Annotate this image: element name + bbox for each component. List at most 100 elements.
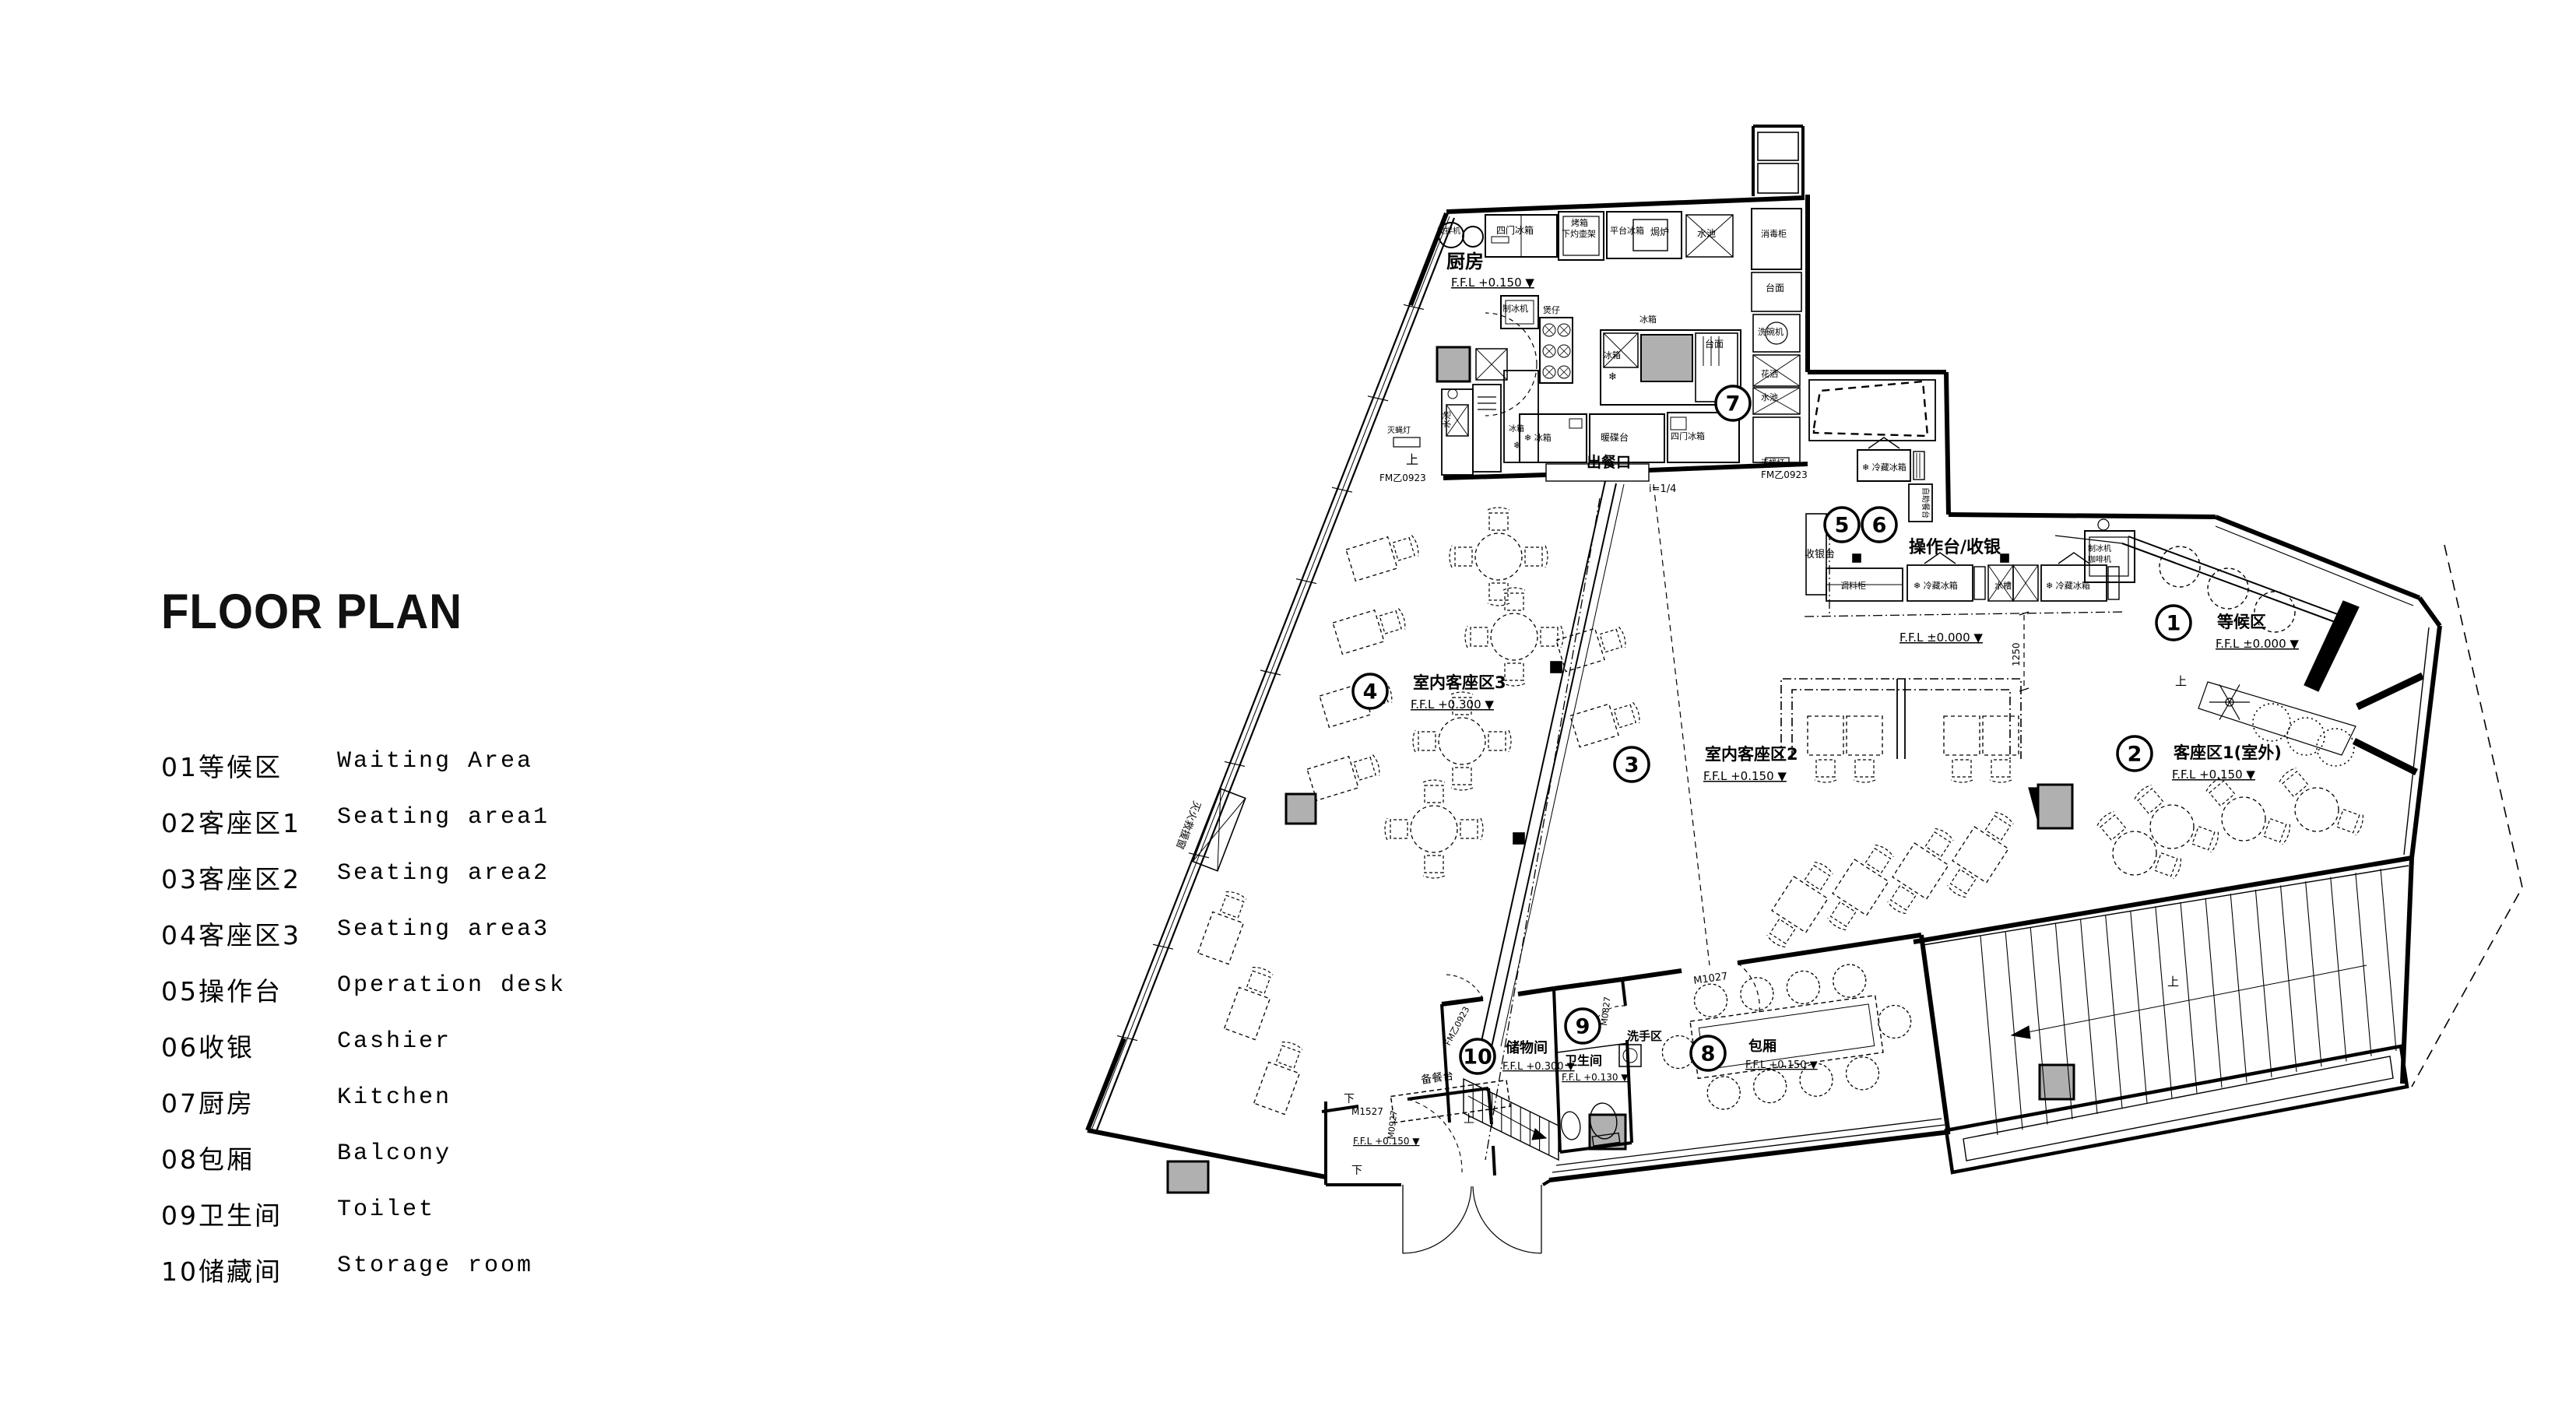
legend-label-en: Seating area1: [337, 804, 550, 831]
plan-label: 搅拌机: [1437, 226, 1460, 236]
plan-label: 消毒柜: [1761, 228, 1787, 239]
plan-label: 下灼壶架: [1562, 228, 1596, 239]
plan-label: 平台冰箱: [1610, 225, 1644, 236]
legend-label-zh: 04客座区3: [161, 920, 301, 950]
plan-label: 四门冰箱: [1671, 430, 1705, 441]
plan-label: 客座区1(室外): [2174, 743, 2282, 762]
plan-label: 焗炉: [1650, 226, 1669, 237]
plan-label: 花洒: [1761, 369, 1778, 379]
legend-item-02: 02客座区1 Seating area1: [161, 792, 862, 848]
legend-label-en: Waiting Area: [337, 748, 534, 775]
area-marker-10: 10: [1459, 1038, 1496, 1075]
legend-label-en: Cashier: [337, 1028, 452, 1055]
svg-text:6: 6: [1872, 514, 1887, 538]
plan-label: 上: [1464, 1113, 1474, 1126]
legend-label-en: Seating area2: [337, 860, 550, 887]
columns-layer: [1166, 346, 2075, 1194]
plan-label: 卫生间: [1565, 1053, 1602, 1068]
plan-label: M0827: [1599, 996, 1612, 1027]
svg-text:9: 9: [1576, 1015, 1590, 1039]
svg-text:8: 8: [1701, 1042, 1716, 1066]
plan-label: 1250: [2011, 642, 2022, 666]
plan-label: M0927: [1386, 1110, 1399, 1140]
legend-label-en: Balcony: [337, 1140, 452, 1167]
plan-label: 制冰机: [1502, 303, 1528, 314]
legend-label-zh: 10储藏间: [161, 1256, 283, 1287]
legend-label-en: Kitchen: [337, 1084, 452, 1111]
plan-label: 上: [2167, 975, 2179, 989]
svg-text:4: 4: [1363, 680, 1378, 704]
plan-label: 暖碟台: [1601, 431, 1629, 443]
plan-label: 四门冰箱: [1496, 224, 1534, 236]
plan-label: 上: [1406, 452, 1418, 467]
legend-item-08: 08包厢 Balcony: [161, 1128, 862, 1184]
legend-label-en: Seating area3: [337, 916, 550, 943]
walls-layer: [1085, 125, 2442, 1186]
plan-label: 烤箱: [1571, 217, 1588, 228]
plan-label: ❄ 冰箱: [1524, 432, 1552, 443]
legend-label-zh: 07厨房: [161, 1088, 255, 1119]
plan-label: F.F.L +0.150 ▼: [1745, 1059, 1818, 1071]
area-marker-1: 1: [2155, 604, 2192, 641]
plan-label: F.F.L +0.150 ▼: [1451, 276, 1534, 290]
legend-label-en: Storage room: [337, 1253, 534, 1279]
plan-label: ❄ 冷藏冰箱: [2046, 580, 2090, 591]
furniture-layer: [1197, 208, 2363, 1173]
plan-label: 下: [1351, 1165, 1362, 1177]
svg-text:1: 1: [2167, 612, 2181, 636]
plan-label: ❄: [1513, 440, 1521, 451]
legend-item-07: 07厨房 Kitchen: [161, 1072, 862, 1128]
plan-label: F.F.L +0.150 ▼: [1353, 1136, 1420, 1147]
plan-label: 水池: [1761, 392, 1778, 402]
legend-label-zh: 02客座区1: [161, 808, 301, 838]
plan-label: ❄: [1608, 371, 1617, 383]
page-title: FLOOR PLAN: [161, 585, 462, 640]
svg-text:7: 7: [1726, 392, 1741, 416]
plan-label: 自助餐台: [1921, 487, 1931, 518]
plan-label: 水槽: [1994, 581, 2012, 591]
plan-label: 厨房: [1446, 251, 1484, 272]
plan-label: 煲仔: [1543, 305, 1560, 315]
area-marker-2: 2: [2116, 735, 2153, 772]
plan-label: 上: [2175, 674, 2187, 688]
plan-label: 咖啡机: [2088, 554, 2111, 564]
plan-label: ❄ 冷藏冰箱: [1914, 580, 1958, 591]
plan-label: F.F.L +0.130 ▼: [1562, 1072, 1629, 1083]
legend-label-zh: 08包厢: [161, 1144, 255, 1175]
svg-text:10: 10: [1463, 1045, 1492, 1070]
area-marker-7: 7: [1714, 385, 1752, 422]
plan-label: 出餐口: [1587, 453, 1631, 471]
plan-label: F.F.L ±0.000 ▼: [1899, 631, 1983, 645]
plan-label: 室内客座区2: [1705, 745, 1798, 764]
plan-label: 洗碗机: [1758, 326, 1784, 337]
area-marker-8: 8: [1689, 1035, 1727, 1072]
plan-label: 储物间: [1505, 1039, 1548, 1056]
thin-lines-layer: [1085, 132, 2523, 1254]
legend-label-zh: 09卫生间: [161, 1200, 283, 1231]
svg-text:5: 5: [1835, 514, 1850, 538]
plan-label: M1027: [1692, 971, 1728, 987]
area-marker-5: 5: [1823, 506, 1861, 543]
plan-label: 下: [1344, 1093, 1355, 1105]
legend-item-10: 10储藏间 Storage room: [161, 1240, 862, 1296]
plan-label: 制冰机: [2088, 543, 2111, 553]
legend-label-zh: 03客座区2: [161, 864, 301, 894]
plan-label: 等候区: [2217, 613, 2266, 631]
plan-label: 操作台/收银: [1909, 537, 2001, 557]
plan-label: ❄ 冷藏冰箱: [1862, 462, 1907, 473]
labels-layer: 等候区 F.F.L ±0.000 ▼ 客座区1(室外) F.F.L +0.150 ▼ 室…: [1173, 217, 2299, 1177]
area-marker-4: 4: [1351, 673, 1389, 710]
plan-label: FM乙0923: [1379, 473, 1426, 483]
svg-text:2: 2: [2128, 743, 2142, 767]
plan-label: 冰箱: [1509, 423, 1524, 434]
plan-label: 洗手区: [1627, 1029, 1662, 1043]
plan-label: 包厢: [1748, 1038, 1776, 1055]
plan-label: 冰箱: [1639, 314, 1657, 325]
plan-label: F.F.L +0.300 ▼: [1411, 697, 1494, 712]
